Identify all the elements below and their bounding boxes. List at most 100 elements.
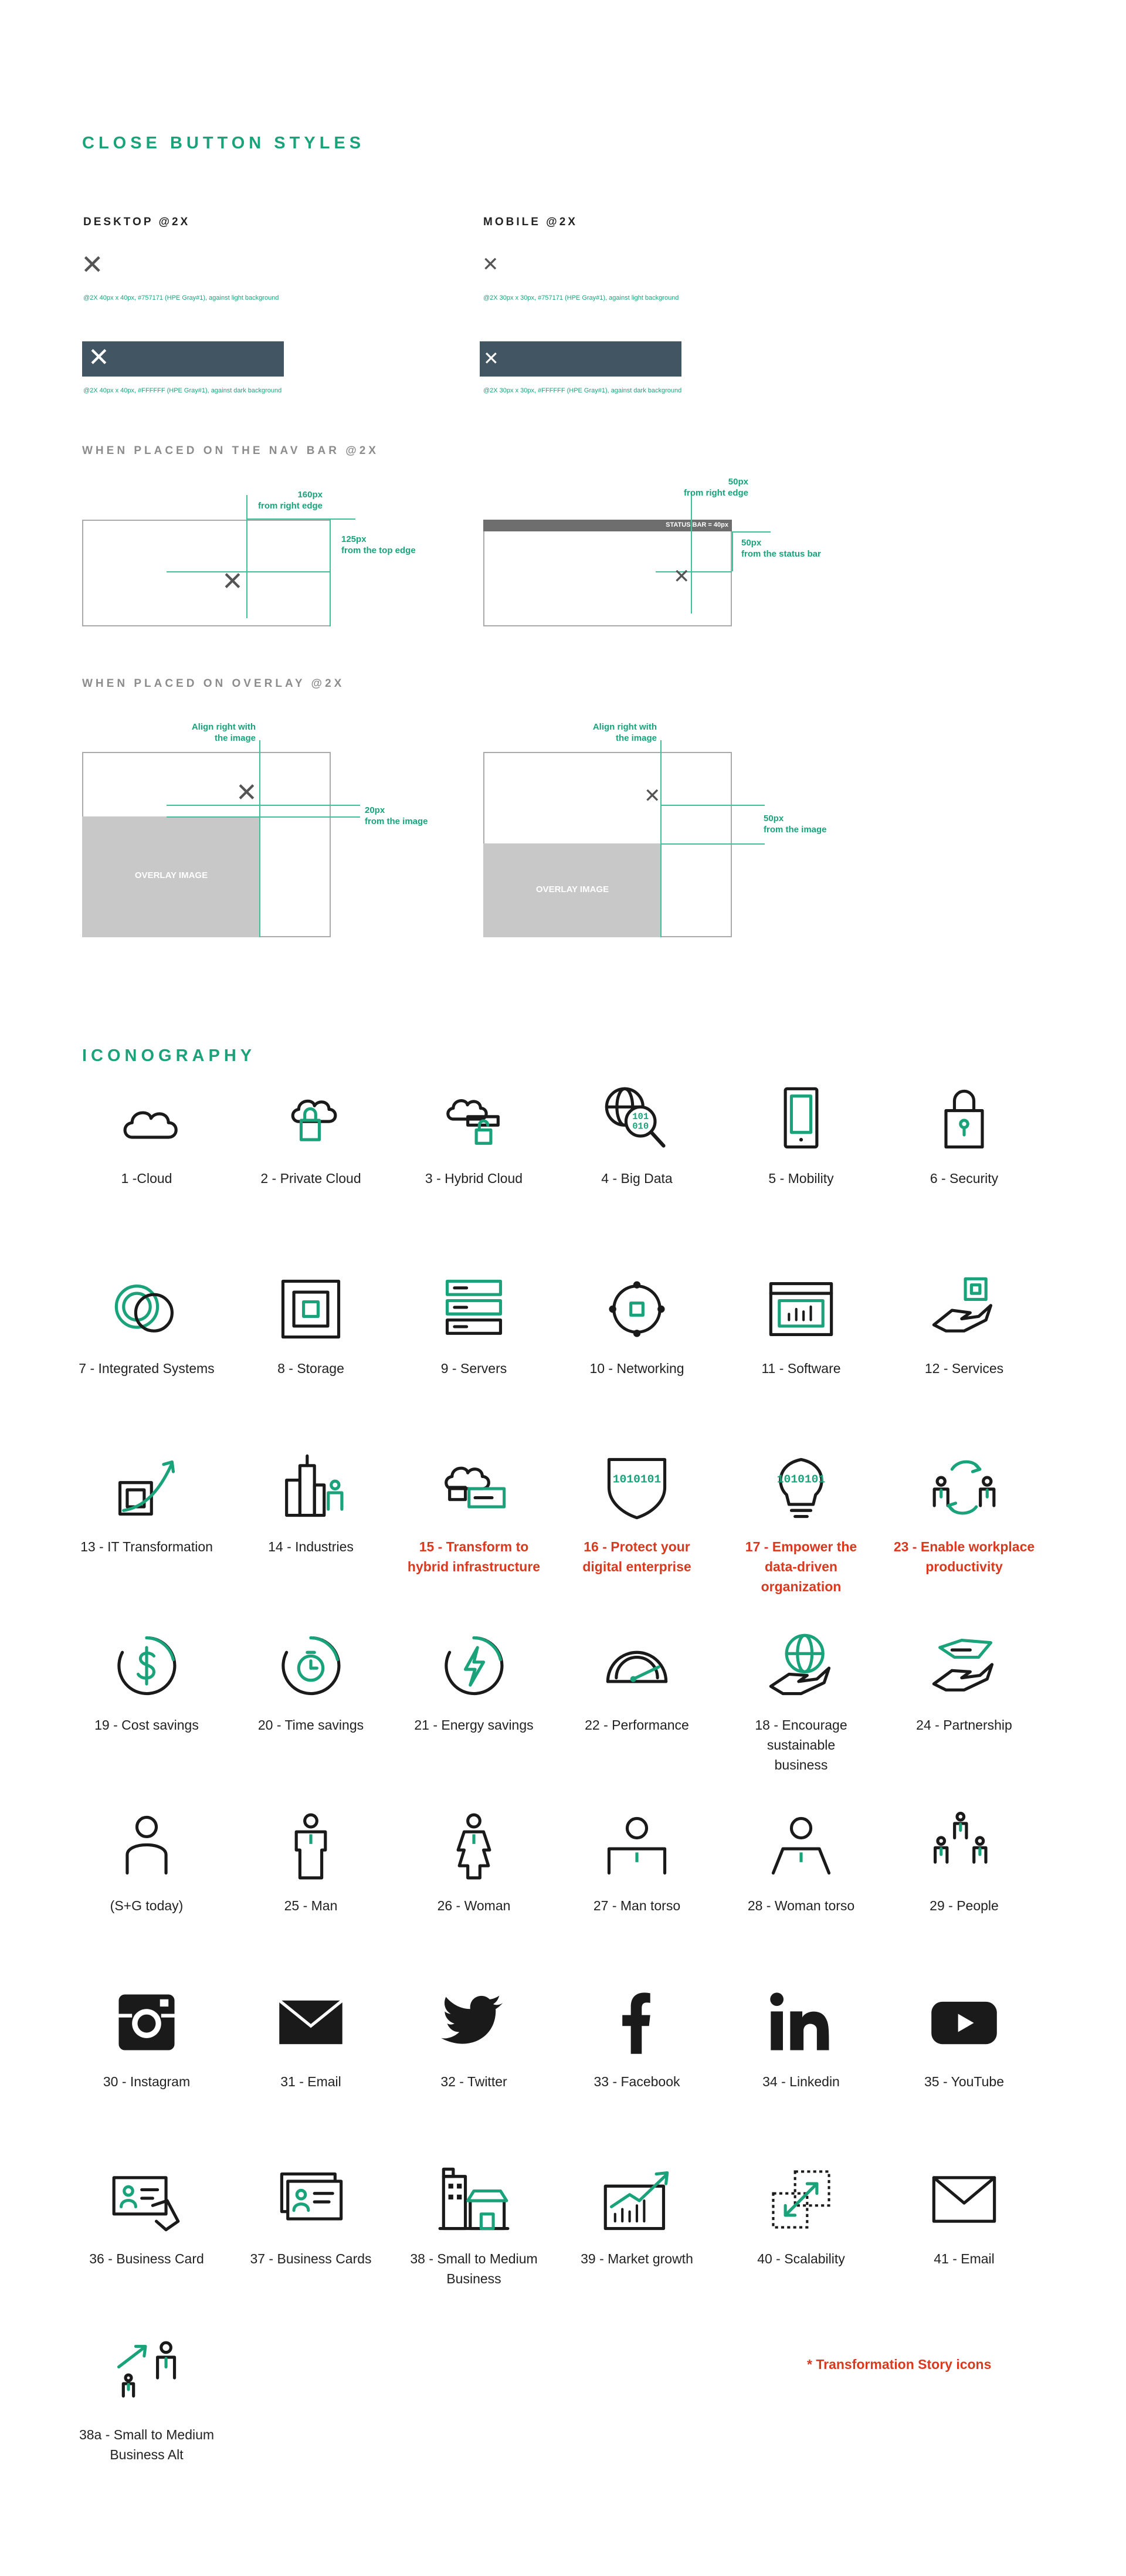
icon-tile: 7 - Integrated Systems <box>70 1273 223 1378</box>
people-icon <box>934 1811 988 1864</box>
linkedin-icon <box>770 1992 829 2050</box>
icon-tile: 23 - Enable workplace productivity <box>888 1451 1040 1577</box>
storage-icon <box>281 1279 341 1339</box>
close-icon-nav-mobile[interactable]: ✕ <box>673 565 690 588</box>
icon-tile: 2 - Private Cloud <box>235 1083 387 1188</box>
icon-tile: 35 - YouTube <box>888 1986 1040 2092</box>
icon-label: 24 - Partnership <box>916 1717 1012 1733</box>
guide-line <box>660 843 765 845</box>
section-title-close-buttons: CLOSE BUTTON STYLES <box>82 134 365 152</box>
cost-savings-icon <box>117 1636 177 1696</box>
icon-label: 19 - Cost savings <box>94 1717 199 1733</box>
mobile-label: MOBILE @2X <box>483 216 578 228</box>
icon-tile: 14 - Industries <box>235 1451 387 1557</box>
partnership-icon <box>932 1639 994 1692</box>
icon-label: 26 - Woman <box>437 1898 511 1913</box>
icon-tile: 22 - Performance <box>561 1629 713 1735</box>
status-bar-label: STATUS BAR = 40px <box>666 521 728 528</box>
guide-line <box>732 531 733 571</box>
energy-savings-icon <box>445 1636 504 1696</box>
svg-text:101: 101 <box>632 1111 649 1122</box>
icon-tile: 10 - Networking <box>561 1273 713 1378</box>
icon-label: 5 - Mobility <box>768 1171 834 1186</box>
services-icon <box>932 1277 993 1333</box>
icon-tile: 6 - Security <box>888 1083 1040 1188</box>
business-cards-icon <box>280 2172 343 2221</box>
hybrid-cloud-icon <box>446 1099 500 1145</box>
icon-tile: 25 - Man <box>235 1810 387 1916</box>
icon-label: 20 - Time savings <box>257 1717 364 1733</box>
icon-tile: 32 - Twitter <box>398 1986 550 2092</box>
icon-tile: 31 - Email <box>235 1986 387 2092</box>
icon-tile: 21 - Energy savings <box>398 1629 550 1735</box>
nav-desktop-frame <box>82 520 331 626</box>
icon-tile: 28 - Woman torso <box>725 1810 877 1916</box>
guide-line <box>660 740 662 937</box>
icon-tile: 36 - Business Card <box>70 2163 223 2269</box>
icon-tile: 13 - IT Transformation <box>70 1451 223 1557</box>
icon-label: 1 -Cloud <box>121 1171 172 1186</box>
icon-tile: 39 - Market growth <box>561 2163 713 2269</box>
private-cloud-icon <box>291 1099 337 1141</box>
svg-text:1010101: 1010101 <box>777 1473 825 1486</box>
close-icon-nav-desktop[interactable]: ✕ <box>222 567 243 596</box>
servers-icon <box>445 1279 503 1335</box>
icon-label: 17 - Empower the data-driven organizatio… <box>745 1539 857 1594</box>
icon-tile: 5 - Mobility <box>725 1083 877 1188</box>
icon-label: 23 - Enable workplace productivity <box>893 1539 1035 1574</box>
icon-label: 30 - Instagram <box>103 2074 191 2089</box>
icon-tile: 8 - Storage <box>235 1273 387 1378</box>
footnote: * Transformation Story icons <box>807 2357 992 2372</box>
icon-label: 29 - People <box>930 1898 999 1913</box>
icon-label: 2 - Private Cloud <box>260 1171 361 1186</box>
close-icon-mobile-dark[interactable]: ✕ <box>483 347 499 370</box>
close-icon-desktop-dark[interactable]: ✕ <box>88 343 110 372</box>
icon-label: 40 - Scalability <box>757 2251 845 2266</box>
icon-tile: 26 - Woman <box>398 1810 550 1916</box>
performance-icon <box>606 1650 668 1683</box>
overlay-image-label: OVERLAY IMAGE <box>535 884 609 894</box>
icon-label: 12 - Services <box>924 1361 1004 1376</box>
mobile-light-caption: @2X 30px x 30px, #757171 (HPE Gray#1), a… <box>483 294 679 301</box>
icon-label: 6 - Security <box>930 1171 999 1186</box>
guide-line <box>732 531 771 533</box>
security-icon <box>944 1089 984 1149</box>
dark-bar-mobile: ✕ <box>480 341 681 377</box>
icon-label: 8 - Storage <box>277 1361 344 1376</box>
close-icon-mobile-light[interactable]: ✕ <box>482 253 499 276</box>
status-bar: STATUS BAR = 40px <box>483 520 732 531</box>
icon-label: 16 - Protect your digital enterprise <box>582 1539 691 1574</box>
networking-icon <box>609 1281 665 1337</box>
guide-line <box>246 495 247 618</box>
icon-tile: 1010101 17 - Empower the data-driven orga… <box>725 1451 877 1597</box>
big-data-icon: 101010 <box>605 1087 666 1148</box>
icon-tile: 38 - Small to Medium Business <box>398 2163 550 2289</box>
icon-tile: 19 - Cost savings <box>70 1629 223 1735</box>
icon-tile: 27 - Man torso <box>561 1810 713 1916</box>
workplace-productivity-icon <box>932 1460 996 1515</box>
close-icon-overlay-mobile[interactable]: ✕ <box>644 784 661 808</box>
icon-label: 38a - Small to Medium Business Alt <box>79 2427 215 2462</box>
data-driven-icon: 1010101 <box>777 1458 825 1519</box>
guide-line <box>656 571 732 572</box>
icon-tile: 18 - Encourage sustainable business <box>725 1629 877 1775</box>
icon-label: 31 - Email <box>280 2074 341 2089</box>
it-transformation-icon <box>118 1460 175 1516</box>
close-icon-overlay-desktop[interactable]: ✕ <box>236 778 257 808</box>
guide-line <box>691 492 692 614</box>
man-torso-icon <box>607 1816 667 1875</box>
icon-label: 22 - Performance <box>585 1717 689 1733</box>
overlay-image-desktop: OVERLAY IMAGE <box>82 816 260 937</box>
close-icon-desktop-light[interactable]: ✕ <box>81 249 104 280</box>
icon-tile: 30 - Instagram <box>70 1986 223 2092</box>
guide-line <box>167 805 360 806</box>
integrated-systems-icon <box>114 1284 174 1333</box>
icon-label: 3 - Hybrid Cloud <box>425 1171 523 1186</box>
facebook-icon <box>622 1992 650 2054</box>
